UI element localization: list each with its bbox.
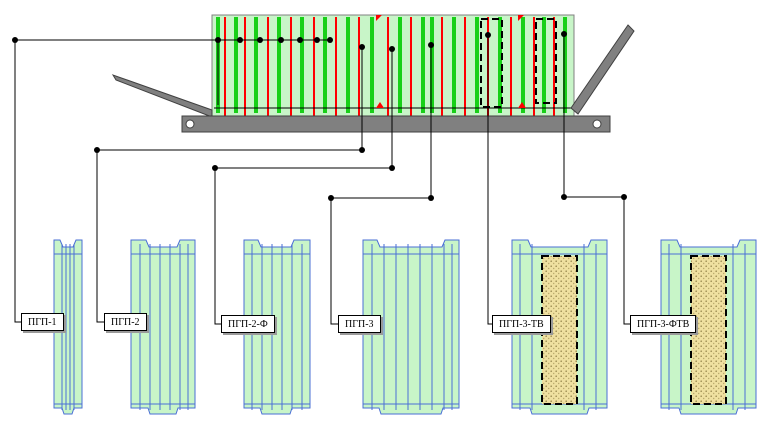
label-pgp-3: ПГП-3 bbox=[338, 315, 381, 333]
wall-ribs bbox=[214, 17, 572, 116]
green-rib bbox=[300, 17, 304, 113]
insulation-core-icon bbox=[690, 255, 727, 405]
connector-dot-icon bbox=[328, 195, 334, 201]
connector-dot-icon bbox=[12, 37, 18, 43]
beam-hole-icon bbox=[185, 119, 195, 129]
panel-bottom-edge bbox=[130, 403, 196, 415]
label-pgp-1: ПГП-1 bbox=[21, 313, 64, 331]
green-rib bbox=[277, 17, 281, 113]
green-rib bbox=[475, 17, 479, 113]
connector-dot-icon bbox=[389, 46, 395, 52]
green-rib bbox=[430, 17, 434, 113]
connector-dot-icon bbox=[94, 147, 100, 153]
connector-dot-icon bbox=[278, 37, 284, 43]
panel-top-edge bbox=[130, 239, 196, 255]
red-marker bbox=[376, 102, 384, 108]
red-rib bbox=[335, 17, 337, 116]
green-rib bbox=[254, 17, 258, 113]
label-pgp-3-ftv: ПГП-3-ФТВ bbox=[630, 315, 697, 333]
connector-dot-icon bbox=[561, 31, 567, 37]
red-marker bbox=[376, 15, 382, 21]
left-strut bbox=[111, 74, 213, 118]
leader-line bbox=[96, 149, 362, 323]
connector-dot-icon bbox=[359, 147, 365, 153]
beam-hole-icon bbox=[592, 119, 602, 129]
red-rib bbox=[410, 17, 412, 116]
red-rib bbox=[553, 17, 555, 116]
green-rib bbox=[521, 17, 525, 113]
panel-bottom-edge bbox=[243, 403, 311, 415]
panel-top-edge bbox=[660, 239, 757, 255]
red-rib bbox=[290, 17, 292, 116]
green-rib bbox=[542, 17, 546, 113]
red-rib bbox=[533, 17, 535, 116]
connector-dot-icon bbox=[297, 37, 303, 43]
panel-pgp-1 bbox=[53, 239, 83, 415]
red-rib bbox=[224, 17, 226, 116]
green-rib bbox=[498, 17, 502, 113]
connector-dot-icon bbox=[428, 42, 434, 48]
panel-bottom-edge bbox=[660, 403, 757, 415]
green-rib bbox=[421, 17, 425, 113]
connector-dot-icon bbox=[389, 165, 395, 171]
label-pgp-2: ПГП-2 bbox=[104, 313, 147, 331]
connector-dot-icon bbox=[621, 194, 627, 200]
red-rib bbox=[267, 17, 269, 116]
panel-pgp-2 bbox=[130, 239, 196, 415]
connector-dot-icon bbox=[485, 32, 491, 38]
green-rib bbox=[563, 17, 567, 113]
red-marker bbox=[518, 15, 524, 21]
wall-assembly bbox=[111, 14, 635, 133]
base-beam bbox=[181, 115, 611, 133]
red-rib bbox=[358, 17, 360, 116]
label-pgp-2-f: ПГП-2-Ф bbox=[221, 315, 275, 333]
red-rib bbox=[244, 17, 246, 116]
green-rib bbox=[323, 17, 327, 113]
connector-dot-icon bbox=[428, 195, 434, 201]
connector-dot-icon bbox=[359, 44, 365, 50]
red-marker bbox=[518, 102, 526, 108]
connector-dot-icon bbox=[561, 194, 567, 200]
panel-bottom-edge bbox=[511, 403, 608, 415]
leader-line bbox=[14, 39, 330, 323]
leader-line bbox=[330, 197, 431, 325]
connector-dot-icon bbox=[215, 37, 221, 43]
green-rib bbox=[234, 17, 238, 113]
green-rib bbox=[398, 17, 402, 113]
connector-dot-icon bbox=[257, 37, 263, 43]
panel-top-edge bbox=[53, 239, 83, 255]
connector-dot-icon bbox=[237, 37, 243, 43]
wall-body bbox=[211, 14, 575, 117]
panel-top-edge bbox=[243, 239, 311, 255]
panel-bottom-edge bbox=[362, 403, 460, 415]
panel-pgp-3 bbox=[362, 239, 460, 415]
leader-line bbox=[214, 167, 392, 325]
red-rib bbox=[441, 17, 443, 116]
connector-dots bbox=[12, 31, 627, 201]
red-rib bbox=[464, 17, 466, 116]
panel-bottom-edge bbox=[53, 403, 83, 415]
right-strut bbox=[570, 24, 635, 115]
leader-line bbox=[487, 35, 492, 325]
insulation-slot-right bbox=[535, 18, 557, 104]
green-rib bbox=[346, 17, 350, 113]
panel-top-edge bbox=[511, 239, 608, 255]
red-rib bbox=[313, 17, 315, 116]
red-rib bbox=[510, 17, 512, 116]
connector-dot-icon bbox=[314, 37, 320, 43]
connector-dot-icon bbox=[212, 165, 218, 171]
label-pgp-3-tv: ПГП-3-ТВ bbox=[492, 315, 551, 333]
green-rib bbox=[452, 17, 456, 113]
panel-top-edge bbox=[362, 239, 460, 255]
green-rib bbox=[370, 17, 374, 113]
connector-dot-icon bbox=[327, 37, 333, 43]
red-rib bbox=[387, 17, 389, 116]
